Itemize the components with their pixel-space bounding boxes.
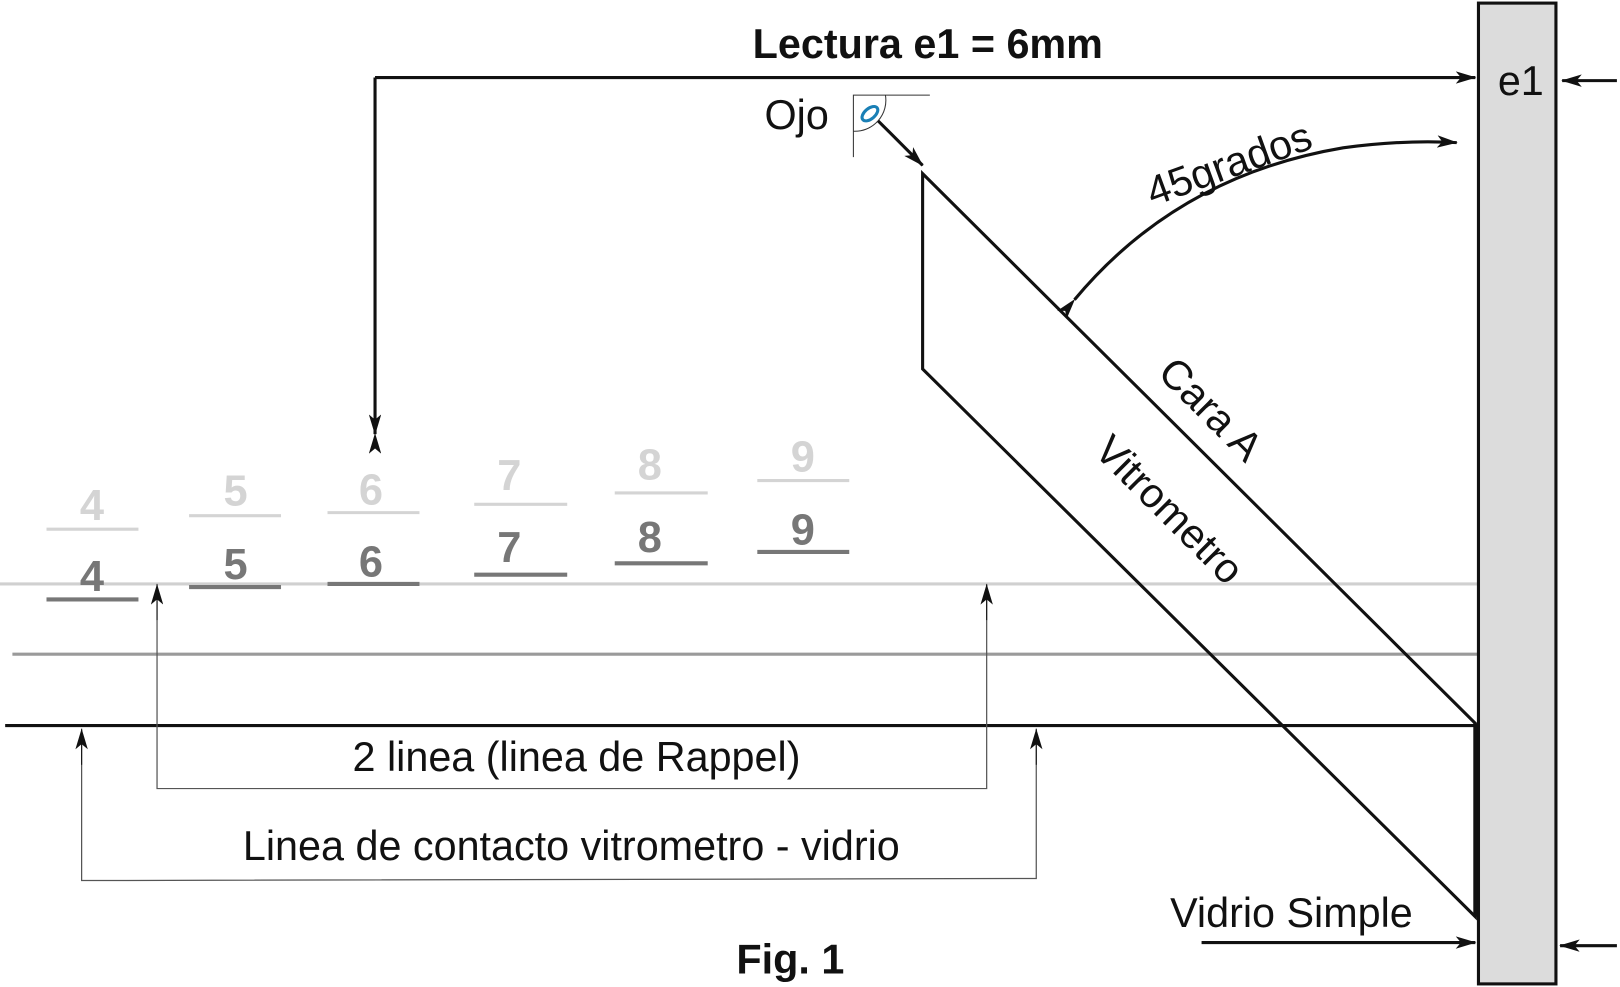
diagram-title: Lectura e1 = 6mm [753, 21, 1103, 67]
rappel-bracket [156, 583, 988, 790]
pane-label: e1 [1498, 58, 1544, 104]
glass-label: Vidrio Simple [1170, 890, 1413, 936]
scale-reflection-6: 6 [359, 466, 383, 514]
scale-number-9: 9 [791, 507, 815, 555]
scale-number-8: 8 [638, 514, 662, 562]
scale-number-6: 6 [359, 539, 383, 587]
scale-real: 4 5 6 7 8 9 [46, 507, 850, 602]
scale-reflection-8: 8 [638, 442, 662, 490]
contact-bracket [81, 728, 1037, 882]
eye-label: Ojo [765, 92, 829, 138]
angle-arrow [1057, 135, 1458, 319]
eye-frame [852, 94, 930, 158]
scale-number-5: 5 [223, 541, 247, 589]
face-label: Cara A [1150, 348, 1272, 470]
scale-reflection-9: 9 [791, 433, 815, 481]
scale-number-4: 4 [80, 553, 104, 601]
contact-label: Linea de contacto vitrometro - vidrio [243, 823, 900, 869]
scale-reflection-5: 5 [223, 467, 247, 515]
glass-pane [1476, 1, 1558, 986]
scale-reflection-4: 4 [80, 482, 104, 530]
scale-reflections: 4 5 6 7 8 9 [46, 433, 850, 531]
eye-icon [860, 104, 880, 123]
sight-arrow [877, 119, 924, 167]
figure-caption: Fig. 1 [736, 937, 844, 983]
scale-number-7: 7 [497, 524, 521, 572]
scale-reflection-7: 7 [497, 452, 521, 500]
rappel-label: 2 linea (linea de Rappel) [353, 734, 801, 780]
angle-label: 45grados [1140, 113, 1318, 215]
